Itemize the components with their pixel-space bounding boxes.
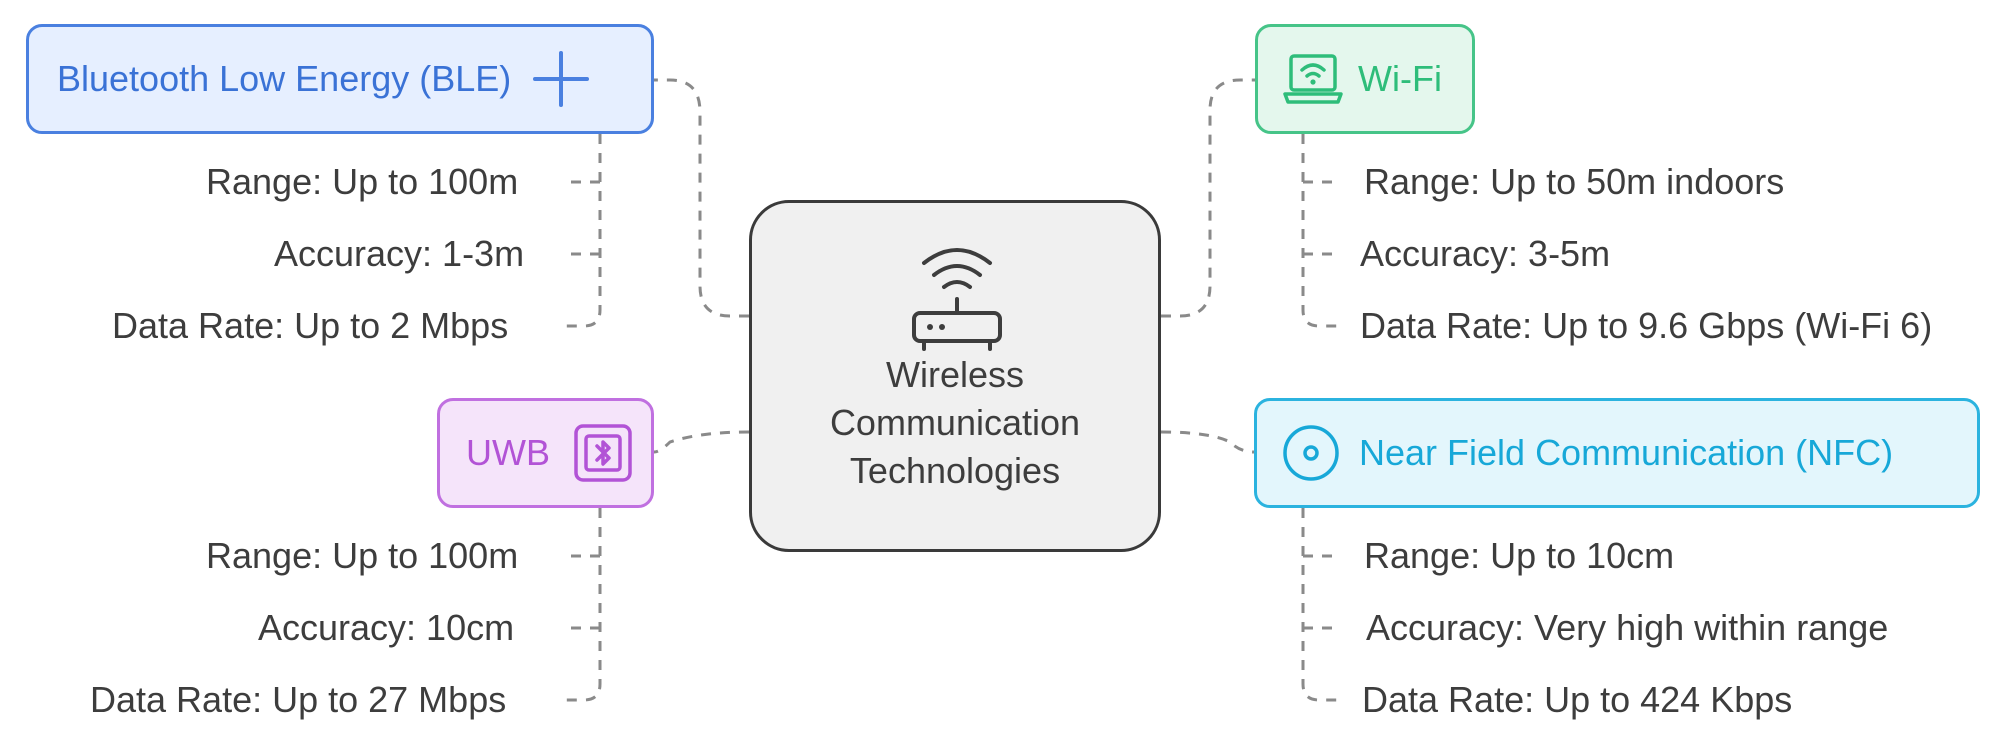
center-title-line: Technologies: [849, 450, 1061, 491]
center-title: Wireless Communication Technologies: [752, 351, 1158, 495]
target-circle-icon: [1283, 425, 1339, 481]
uwb-detail-range: Range: Up to 100m: [206, 535, 519, 576]
nfc-detail-range: Range: Up to 10cm: [1364, 535, 1675, 576]
router-icon: [912, 248, 1002, 351]
node-ble: Bluetooth Low Energy (BLE): [26, 24, 654, 134]
node-uwb-label: UWB: [466, 432, 550, 473]
node-uwb: UWB: [437, 398, 654, 508]
connector-ble-details: [566, 134, 602, 328]
nfc-detail-accuracy: Accuracy: Very high within range: [1366, 607, 1889, 648]
node-ble-label: Bluetooth Low Energy (BLE): [57, 58, 512, 99]
node-wifi-label: Wi-Fi: [1358, 58, 1442, 99]
connector-uwb-details: [566, 508, 602, 702]
ble-detail-data-rate: Data Rate: Up to 2 Mbps: [112, 305, 509, 346]
connector-center-ble: [654, 78, 749, 318]
ble-detail-range: Range: Up to 100m: [206, 161, 519, 202]
plus-icon: [533, 51, 590, 107]
center-title-line: Wireless: [885, 354, 1024, 395]
connector-center-nfc: [1160, 430, 1255, 454]
nfc-detail-data-rate: Data Rate: Up to 424 Kbps: [1362, 679, 1793, 720]
uwb-detail-accuracy: Accuracy: 10cm: [258, 607, 515, 648]
ble-detail-accuracy: Accuracy: 1-3m: [274, 233, 525, 274]
connector-nfc-details: [1301, 508, 1337, 702]
center-title-line: Communication: [829, 402, 1081, 443]
wifi-detail-accuracy: Accuracy: 3-5m: [1360, 233, 1611, 274]
uwb-detail-data-rate: Data Rate: Up to 27 Mbps: [90, 679, 507, 720]
node-nfc-label: Near Field Communication (NFC): [1359, 432, 1894, 473]
center-node: Wireless Communication Technologies: [749, 200, 1161, 552]
laptop-wifi-icon: [1283, 54, 1343, 104]
connector-center-uwb: [653, 430, 750, 454]
wifi-detail-data-rate: Data Rate: Up to 9.6 Gbps (Wi-Fi 6): [1360, 305, 1933, 346]
bluetooth-chip-icon: [574, 424, 632, 482]
node-wifi: Wi-Fi: [1255, 24, 1475, 134]
wifi-detail-range: Range: Up to 50m indoors: [1364, 161, 1785, 202]
connector-wifi-details: [1301, 134, 1337, 328]
connector-center-wifi: [1161, 78, 1255, 318]
node-nfc: Near Field Communication (NFC): [1254, 398, 1980, 508]
